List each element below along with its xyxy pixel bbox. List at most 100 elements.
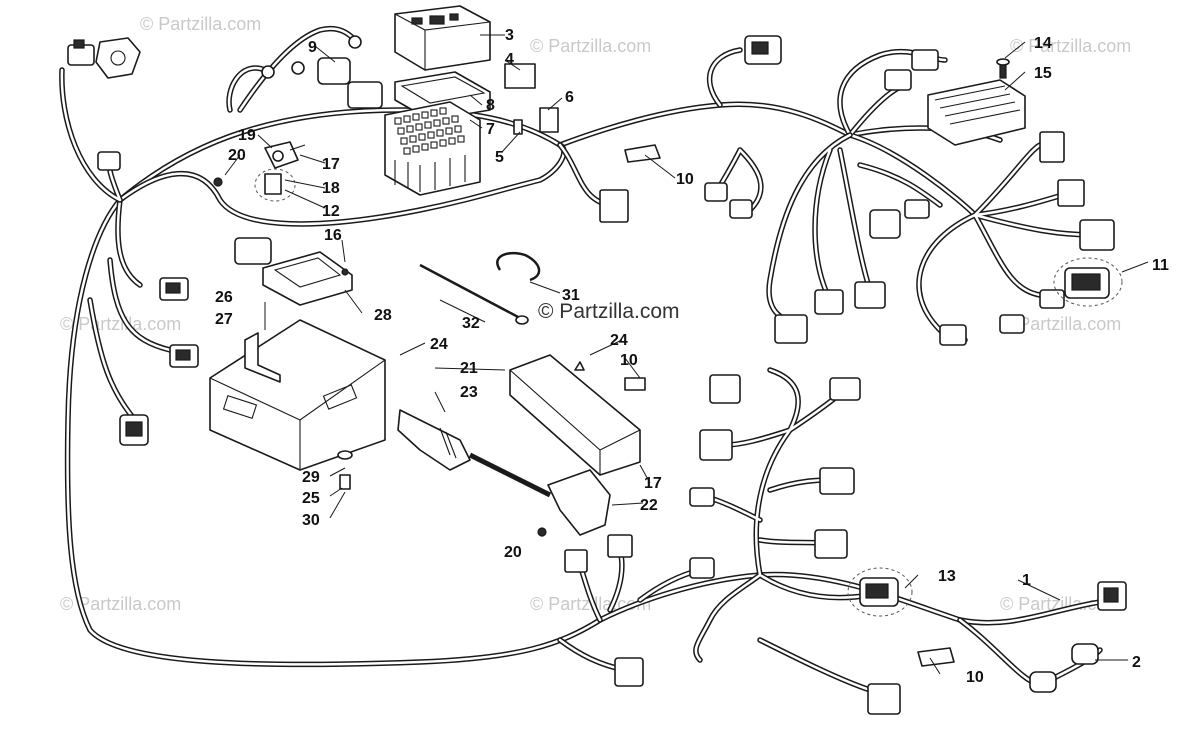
callout-5: 5 [495,149,504,166]
watermark: © Partzilla.com [530,36,651,56]
controller-module-and-bracket [209,251,386,490]
cable-tie-and-clip [419,251,541,325]
connector [854,281,886,309]
connector [939,324,967,346]
connector [869,209,901,239]
washer [337,450,353,460]
clips [624,144,955,667]
relay-connector [317,57,351,85]
callout-3: 3 [505,27,514,44]
callout-labels: 1 2 3 4 5 6 7 8 9 10 10 10 11 12 13 14 1… [215,27,1169,686]
connector [564,549,588,573]
main-harness [59,26,1103,693]
connector [729,199,753,219]
callout-22: 22 [640,497,658,514]
connector [884,69,912,91]
voltage-regulator [927,58,1026,146]
callout-9: 9 [308,39,317,56]
callout-10b: 10 [620,352,638,369]
relay [504,63,536,89]
callout-30: 30 [302,512,320,529]
relay-small [539,107,559,133]
ring-terminal [348,35,362,49]
screw-head [996,58,1010,66]
connector [814,289,844,315]
callout-24b: 24 [610,332,628,349]
relay-connector [347,81,383,109]
connector [814,529,848,559]
connector [607,534,633,558]
connector [1057,179,1085,207]
connector [689,557,715,579]
connector [614,657,644,687]
shifter-bracket [509,354,641,476]
callout-1: 1 [1022,572,1031,589]
shifter-actuator [547,469,611,536]
highlight-circles [847,257,1123,617]
callout-27: 27 [215,311,233,328]
connector [704,182,728,202]
callout-11: 11 [1152,257,1169,274]
connector-pins [125,421,143,437]
callout-12: 12 [322,203,340,220]
watermark: © Partzilla.com [60,314,181,334]
connector [1039,289,1065,309]
shift-cable-boot [397,409,471,471]
callout-10c: 10 [966,669,984,686]
ring-terminal [261,65,275,79]
callout-6: 6 [565,89,574,106]
callout-21: 21 [460,360,478,377]
callout-13: 13 [938,568,956,585]
connector [689,487,715,507]
connector-pins [751,41,769,55]
fuse-holder [1029,671,1057,693]
callout-2: 2 [1132,654,1141,671]
clip-bracket [244,332,281,383]
control-module [262,251,353,306]
callout-17b: 17 [644,475,662,492]
connector-pins [165,282,181,294]
connector-latch [73,39,85,49]
connector [1079,219,1115,251]
watermark: © Partzilla.com [140,14,261,34]
sensor-body [95,37,141,79]
bolt [339,474,351,490]
callout-32: 32 [462,315,480,332]
connector [829,377,861,401]
callout-24a: 24 [430,336,448,353]
callout-14: 14 [1034,35,1052,52]
watermark: © Partzilla.com [1000,314,1121,334]
connector-pins [175,349,191,361]
connector [904,199,930,219]
clip-10b [624,377,646,391]
connector [867,683,901,715]
watermark-center: © Partzilla.com [538,300,680,323]
callout-8: 8 [486,97,495,114]
callout-25: 25 [302,490,320,507]
callout-28: 28 [374,307,392,324]
mini-fuse [513,119,523,135]
callout-16: 16 [324,227,342,244]
connector [819,467,855,495]
connectors [67,35,1127,715]
clip-10a [624,144,661,163]
callout-31: 31 [562,287,580,304]
connector [699,429,733,461]
connector [1039,131,1065,163]
relay-bracket-parts [213,141,306,202]
shifter-assembly [397,354,646,537]
clip-10c [917,647,955,667]
callout-20b: 20 [504,544,522,561]
connector-pins [1103,587,1119,603]
connector [999,314,1025,334]
callout-15: 15 [1034,65,1052,82]
fuse-slots [394,107,465,155]
connector [774,314,808,344]
connector [709,374,741,404]
watermark: © Partzilla.com [60,594,181,614]
callout-18: 18 [322,180,340,197]
callout-17a: 17 [322,156,340,173]
fuse-box-assembly [384,5,559,196]
watermark: © Partzilla.com [1010,36,1131,56]
callout-10a: 10 [676,171,694,188]
